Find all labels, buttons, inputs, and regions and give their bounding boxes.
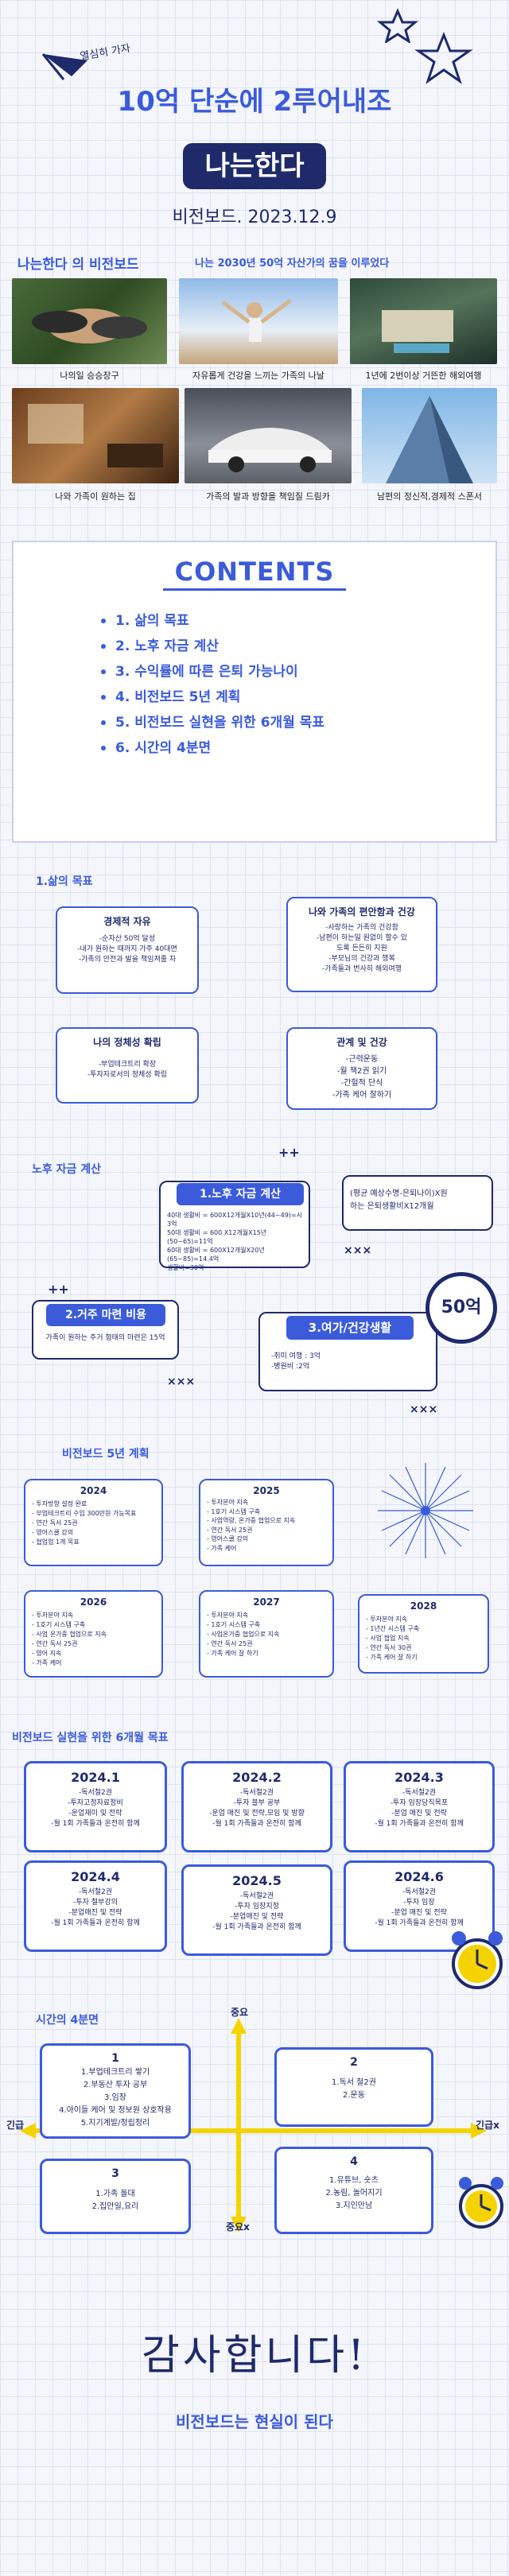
vision-caption: 가족의 발과 방향을 책임질 드림카 (206, 491, 330, 502)
month-card: 2024.4 -독서철2권 -투자 철부강의 -분업매진 및 전략 -월 1회 … (24, 1860, 167, 1952)
section-title: 시간의 4분면 (36, 2014, 99, 2027)
year-card: 2028 - 투자분야 지속 - 1년간 시스템 구축 - 사업 협업 지속 -… (358, 1594, 489, 1674)
vision-caption: 나의일 승승장구 (60, 370, 119, 381)
goal-card: 나의 정체성 확립 -부업테크트리 확장 -투자자로서의 정체성 확립 (56, 1027, 199, 1104)
sparkle-icon (378, 1463, 473, 1558)
contents-title: CONTENTS (174, 557, 335, 587)
quadrant-card-2: 2 1.독서 철2권 2.운동 (274, 2047, 433, 2127)
quadrant-card-1: 1 1.부업테크트리 쌓기 2.부동산 투자 공부 3.임장 4.아이들 케어 … (40, 2043, 191, 2139)
section-title: 비전보드 5년 계획 (62, 1448, 150, 1461)
contents-item[interactable]: 1. 삶의 목표 (101, 608, 495, 634)
month-card: 2024.1 -독서철2권 -투자고정자료정비 -운업재미 및 전략 -월 1회… (24, 1761, 167, 1852)
flag-icon (41, 53, 87, 80)
star-outline-icon (376, 8, 419, 43)
quadrant-card-4: 4 1.유튜브, 숏츠 2.농림, 놀어지기 3.지인만남 (274, 2147, 433, 2234)
contents-panel: CONTENTS 1. 삶의 목표 2. 노후 자금 계산 3. 수익률에 따른… (12, 541, 497, 843)
contents-list: 1. 삶의 목표 2. 노후 자금 계산 3. 수익률에 따른 은퇴 가능나이 … (101, 608, 495, 761)
contents-item[interactable]: 3. 수익률에 따른 은퇴 가능나이 (101, 659, 495, 685)
brand-badge: 나는한다 (183, 143, 326, 189)
star-outline-icon (414, 31, 473, 84)
tagline: 열심히 가자 (79, 42, 132, 64)
page-title: 10억 단순에 2루어내조 (117, 86, 392, 118)
axis-label-not-important: 중요x (226, 2221, 250, 2233)
contents-item[interactable]: 4. 비전보드 5년 계획 (101, 685, 495, 710)
axis-label-not-urgent: 긴급x (476, 2120, 499, 2131)
year-card: 2027 - 투자분야 지속 - 1호기 시스템 구축 - 사업온가중 협업으로… (199, 1590, 334, 1678)
axis-label-urgent: 긴급 (6, 2120, 25, 2131)
vision-caption: 자유롭게 건강을 느끼는 가족의 나날 (192, 370, 324, 381)
goal-card: 경제적 자유 -순자산 50억 달성 -내가 원하는 때까지 가주 40대면 -… (56, 906, 199, 994)
alarm-clock-icon (459, 2177, 503, 2229)
quadrant-card-3: 3 1.가족 돌대 2.집안일,요리 (40, 2159, 191, 2234)
retire-box-formula: (평균 예상수명-은퇴나이)X원 하는 은퇴생활비X12개월 (342, 1175, 493, 1231)
photo-skyscraper (362, 388, 497, 483)
retire-box-calc-title: 1.노후 자금 계산 (177, 1183, 304, 1205)
xxx-decoration: ××× (410, 1403, 438, 1416)
photo-resort (350, 278, 497, 364)
photo-house (12, 388, 179, 483)
vision-right-title: 나는 2030년 50억 자산가의 꿈을 이루었다 (195, 258, 390, 270)
vision-caption: 나와 가족이 원하는 집 (55, 491, 136, 502)
plus-decoration: ++ (278, 1145, 300, 1160)
total-amount: 50억 (425, 1272, 497, 1344)
month-card: 2024.6 -독서철2권 -투자 임장 -분업 매진 및 전략 -월 1회 가… (344, 1860, 495, 1952)
month-card: 2024.5 -독서철2권 -투자 임장지정 -분업매진 및 전략 -월 1회 … (181, 1864, 332, 1956)
vision-caption: 남편의 정신적,경제적 스폰서 (377, 491, 482, 502)
axis-label-important: 중요 (231, 2007, 249, 2018)
plus-decoration: ++ (48, 1282, 69, 1297)
goal-card: 나와 가족의 편안함과 건강 -사랑하는 가족의 건강함 -남편이 하는일 원없… (286, 897, 437, 992)
section-title: 비전보드 실현을 위한 6개월 목표 (12, 1732, 169, 1744)
goal-card: 관계 및 건강 -근력운동 -월 책2권 읽기 -간헐적 단식 -가족 케어 잘… (286, 1027, 437, 1110)
xxx-decoration: ××× (344, 1244, 372, 1257)
month-card: 2024.3 -독서철2권 -투자 임장당직목포 -분업 매진 및 전략 -월 … (344, 1761, 495, 1852)
brand-text: 나는한다 (204, 150, 305, 182)
thanks-text: 감사합니다! (141, 2332, 368, 2380)
photo-freedom-sky (179, 278, 338, 364)
contents-item[interactable]: 5. 비전보드 실현을 위한 6개월 목표 (101, 710, 495, 735)
xxx-decoration: ××× (167, 1375, 196, 1388)
year-card: 2026 - 투자분야 지속 - 1호기 시스템 구축 - 사업 온가중 협업으… (24, 1590, 163, 1678)
subtitle: 비전보드. 2023.12.9 (172, 208, 337, 227)
contents-item[interactable]: 2. 노후 자금 계산 (101, 634, 495, 659)
year-card: 2024 - 투자방향 설정 완료 - 부업테크트리 수입 300만원 가능목표… (24, 1479, 163, 1566)
retire-box-housing-title: 2.거주 마련 비용 (46, 1304, 165, 1326)
vision-left-title: 나는한다 의 비전보드 (17, 257, 139, 273)
contents-item[interactable]: 6. 시간의 4분면 (101, 735, 495, 761)
slogan-text: 비전보드는 현실이 된다 (176, 2412, 333, 2431)
alarm-clock-icon (452, 1931, 503, 1989)
contents-underline (163, 588, 346, 591)
month-card: 2024.2 -독서철2권 -투자 블부 공부 -운업 매진 및 전략,모임 및… (181, 1761, 332, 1852)
vision-caption: 1년에 2번이상 거뜬한 해외여행 (365, 370, 482, 381)
year-card: 2025 - 투자분야 지속 - 1호기 시스템 구축 - 사업역량, 온가중 … (199, 1479, 334, 1566)
photo-dream-car (185, 388, 352, 483)
photo-handshake-money (12, 278, 167, 364)
section-title: 1.삶의 목표 (36, 875, 93, 888)
section-title: 노후 자금 계산 (32, 1163, 102, 1176)
retire-box-leisure-title: 3.여가/건강생활 (286, 1316, 414, 1340)
